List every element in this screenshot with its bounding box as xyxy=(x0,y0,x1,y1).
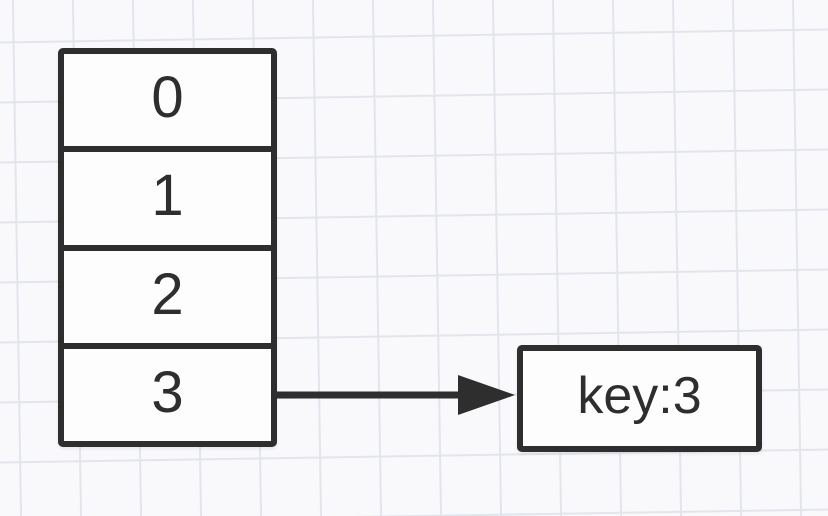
array-cell-label: 2 xyxy=(151,261,184,327)
arrow xyxy=(272,375,515,415)
key-box-label: key:3 xyxy=(577,366,702,425)
array-cell-label: 1 xyxy=(151,163,184,229)
array-cell-3: 3 xyxy=(64,342,271,441)
arrow-head-icon xyxy=(458,375,515,415)
array-cell-1: 1 xyxy=(64,146,271,244)
key-box: key:3 xyxy=(517,345,762,452)
array-cell-2: 2 xyxy=(64,244,271,343)
array-box: 0 1 2 3 xyxy=(58,48,277,447)
array-cell-0: 0 xyxy=(64,54,271,146)
array-cell-label: 3 xyxy=(151,359,184,425)
array-cell-label: 0 xyxy=(151,65,184,131)
